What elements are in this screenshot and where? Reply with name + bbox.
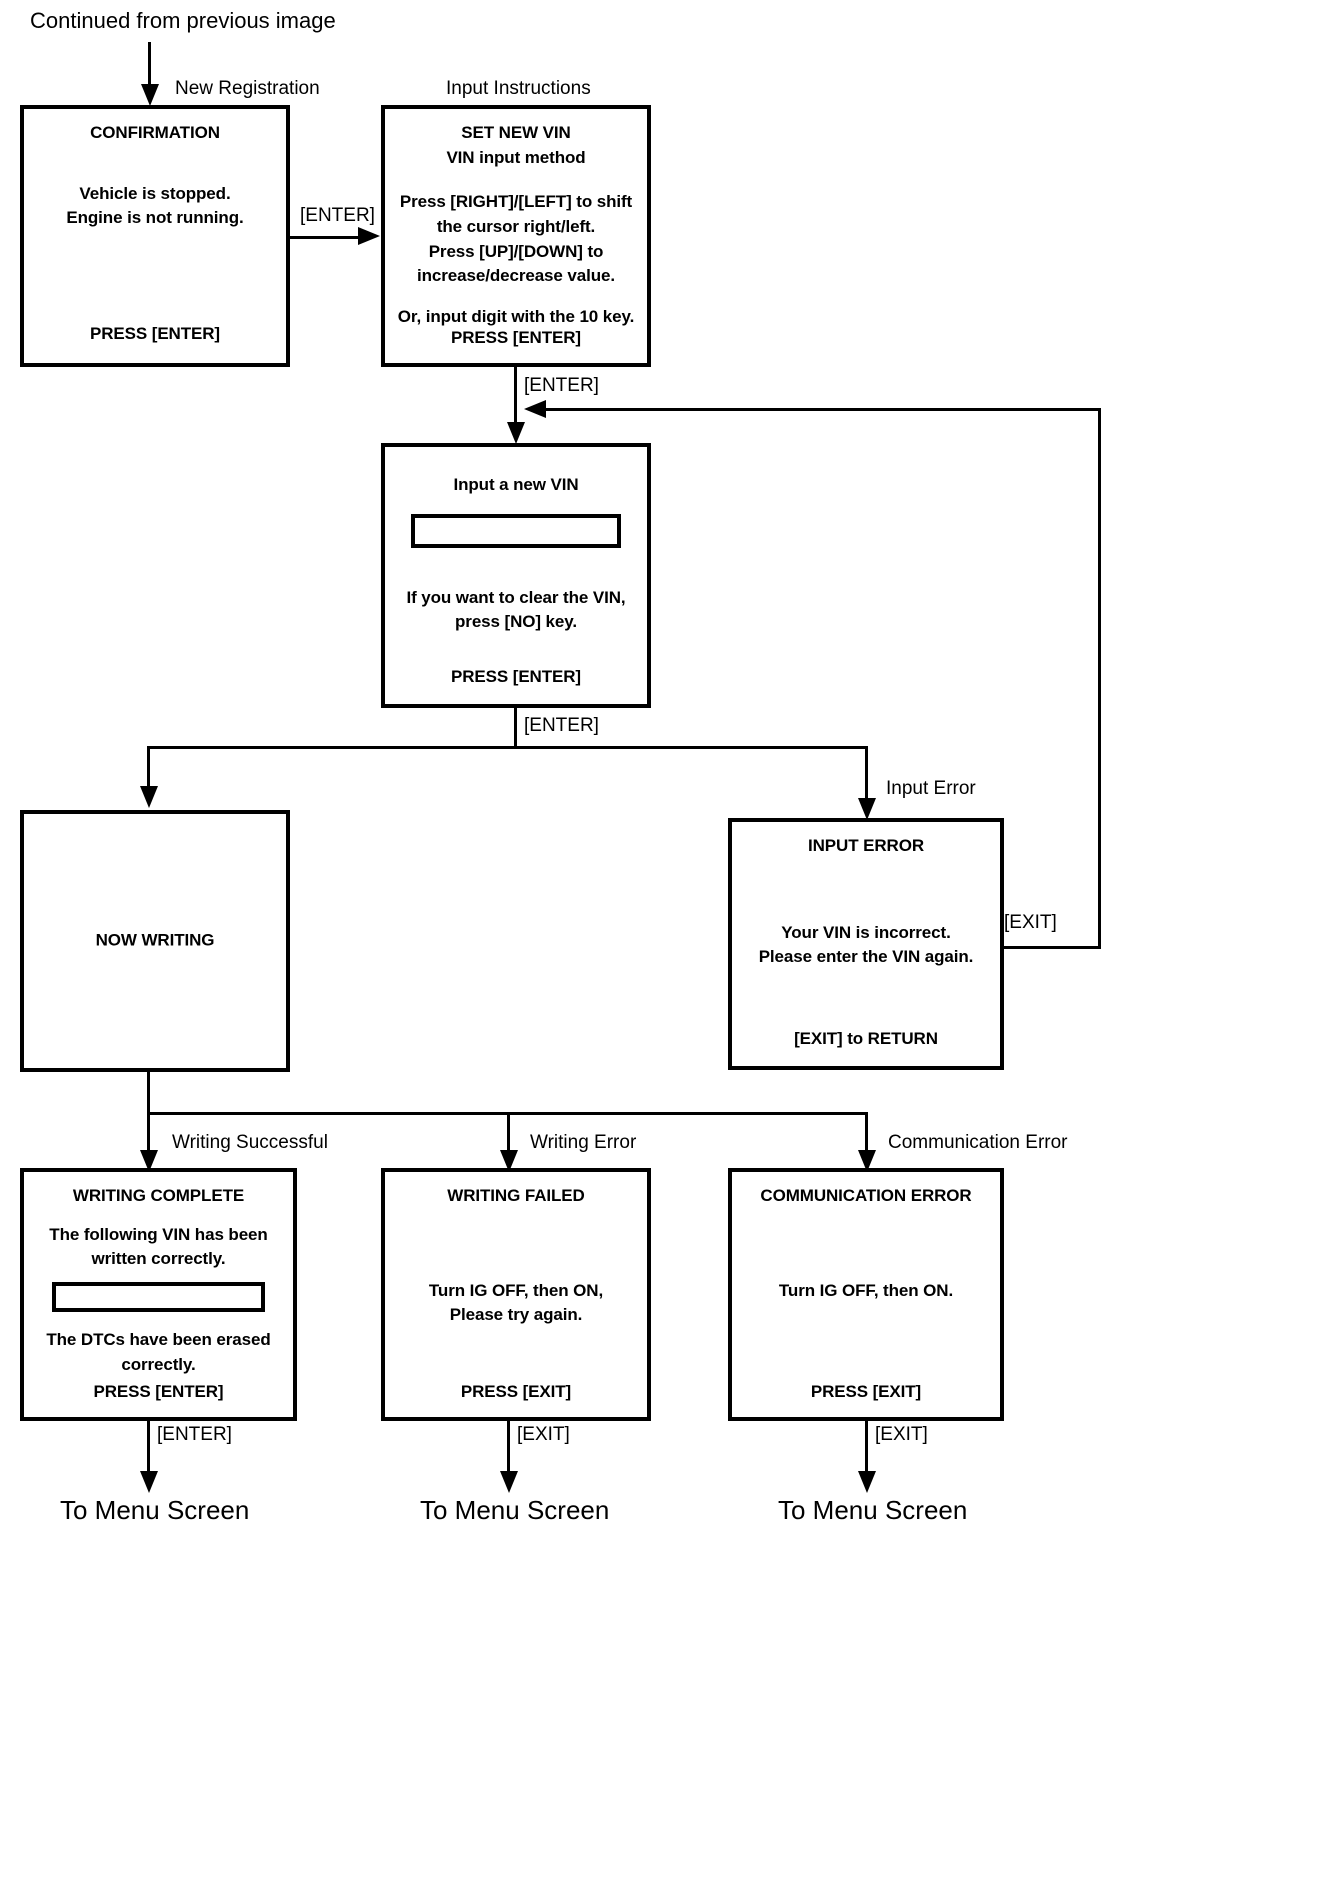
set-new-vin-body-line-2: the cursor right/left. bbox=[436, 216, 596, 236]
edge-label-enter-1: [ENTER] bbox=[300, 205, 375, 226]
writing-complete-body-line-2: written correctly. bbox=[91, 1249, 226, 1269]
set-new-vin-title-line-1: SET NEW VIN bbox=[461, 123, 571, 142]
set-new-vin-body-line-5: Or, input digit with the 10 key. bbox=[397, 306, 635, 326]
input-error-footer: [EXIT] to RETURN bbox=[794, 1029, 938, 1049]
edge-label-enter-complete: [ENTER] bbox=[157, 1424, 232, 1445]
connector-note-to-confirmation bbox=[148, 42, 151, 90]
arrowhead-to-communication-error bbox=[858, 1150, 876, 1172]
edge-label-enter-2: [ENTER] bbox=[524, 375, 599, 396]
input-new-vin-footer: PRESS [ENTER] bbox=[451, 667, 581, 687]
input-error-body-line-2: Please enter the VIN again. bbox=[758, 947, 974, 967]
arrowhead-inputerror-return bbox=[524, 400, 546, 418]
connector-inputerror-exit-horizontal bbox=[1004, 946, 1101, 949]
written-vin-field bbox=[52, 1281, 265, 1312]
input-new-vin-body-line-1: If you want to clear the VIN, bbox=[406, 587, 626, 607]
input-error-body-line-1: Your VIN is incorrect. bbox=[781, 922, 951, 942]
writing-complete-body-line-3: The DTCs have been erased bbox=[46, 1329, 271, 1349]
branch-label-writing-successful: Writing Successful bbox=[172, 1132, 328, 1153]
writing-failed-footer: PRESS [EXIT] bbox=[460, 1382, 572, 1402]
screen-input-a-new-vin: Input a new VIN If you want to clear the… bbox=[381, 443, 651, 708]
confirmation-body-line-2: Engine is not running. bbox=[66, 208, 244, 228]
connector-to-writing-failed bbox=[507, 1112, 510, 1160]
screen-writing-complete: WRITING COMPLETE The following VIN has b… bbox=[20, 1168, 297, 1421]
set-new-vin-body-line-4: increase/decrease value. bbox=[417, 266, 615, 286]
arrowhead-confirmation-to-setvin bbox=[358, 227, 380, 245]
branch-label-writing-error: Writing Error bbox=[530, 1132, 637, 1153]
arrowhead-writing-complete-to-menu bbox=[140, 1471, 158, 1493]
communication-error-footer: PRESS [EXIT] bbox=[810, 1382, 922, 1402]
screen-input-error: INPUT ERROR Your VIN is incorrect. Pleas… bbox=[728, 818, 1004, 1070]
arrowhead-setvin-to-inputvin bbox=[507, 422, 525, 444]
edge-label-exit-return: [EXIT] bbox=[1004, 912, 1057, 933]
set-new-vin-body-line-3: Press [UP]/[DOWN] to bbox=[428, 241, 604, 261]
writing-complete-footer: PRESS [ENTER] bbox=[93, 1382, 224, 1402]
terminal-to-menu-screen-3: To Menu Screen bbox=[778, 1495, 968, 1525]
screen-set-new-vin: SET NEW VIN VIN input method Press [RIGH… bbox=[381, 105, 651, 367]
edge-label-enter-3: [ENTER] bbox=[524, 715, 599, 736]
input-error-title: INPUT ERROR bbox=[807, 836, 925, 855]
connector-to-writing-complete bbox=[147, 1112, 150, 1160]
screen-communication-error: COMMUNICATION ERROR Turn IG OFF, then ON… bbox=[728, 1168, 1004, 1421]
branch-label-new-registration: New Registration bbox=[175, 78, 320, 99]
screen-writing-failed: WRITING FAILED Turn IG OFF, then ON, Ple… bbox=[381, 1168, 651, 1421]
input-new-vin-body-line-2: press [NO] key. bbox=[455, 612, 577, 632]
connector-inputvin-split-bar bbox=[147, 746, 868, 749]
connector-writing-complete-to-menu bbox=[147, 1421, 150, 1483]
terminal-to-menu-screen-1: To Menu Screen bbox=[60, 1495, 250, 1525]
connector-now-writing-stem bbox=[147, 1072, 150, 1114]
branch-label-input-error: Input Error bbox=[886, 778, 976, 799]
writing-failed-body-line-2: Please try again. bbox=[449, 1305, 583, 1325]
connector-to-now-writing bbox=[147, 746, 150, 794]
arrowhead-to-writing-complete bbox=[140, 1150, 158, 1172]
connector-inputvin-stem bbox=[514, 708, 517, 748]
writing-complete-body-line-1: The following VIN has been bbox=[49, 1224, 268, 1244]
edge-label-exit-failed: [EXIT] bbox=[517, 1424, 570, 1445]
communication-error-body-line-1: Turn IG OFF, then ON. bbox=[778, 1280, 954, 1300]
connector-inputerror-exit-vertical bbox=[1098, 408, 1101, 949]
arrowhead-to-now-writing bbox=[140, 786, 158, 808]
writing-complete-body-line-4: correctly. bbox=[121, 1354, 196, 1374]
connector-communication-error-to-menu bbox=[865, 1421, 868, 1483]
arrowhead-to-writing-failed bbox=[500, 1150, 518, 1172]
branch-label-communication-error: Communication Error bbox=[888, 1132, 1068, 1153]
communication-error-title: COMMUNICATION ERROR bbox=[760, 1186, 972, 1205]
screen-confirmation: CONFIRMATION Vehicle is stopped. Engine … bbox=[20, 105, 290, 367]
now-writing-title: NOW WRITING bbox=[95, 930, 215, 950]
branch-label-input-instructions: Input Instructions bbox=[446, 78, 591, 99]
connector-to-communication-error bbox=[865, 1112, 868, 1160]
continued-from-previous-note: Continued from previous image bbox=[30, 8, 336, 33]
confirmation-body-line-1: Vehicle is stopped. bbox=[79, 183, 231, 203]
vin-input-field[interactable] bbox=[411, 513, 621, 548]
screen-now-writing: NOW WRITING bbox=[20, 810, 290, 1072]
terminal-to-menu-screen-2: To Menu Screen bbox=[420, 1495, 610, 1525]
set-new-vin-body-line-1: Press [RIGHT]/[LEFT] to shift bbox=[399, 192, 633, 212]
arrowhead-writing-failed-to-menu bbox=[500, 1471, 518, 1493]
confirmation-title: CONFIRMATION bbox=[90, 123, 220, 142]
arrowhead-communication-error-to-menu bbox=[858, 1471, 876, 1493]
connector-inputerror-return-horizontal-top bbox=[546, 408, 1101, 411]
connector-writing-failed-to-menu bbox=[507, 1421, 510, 1483]
arrowhead-to-input-error bbox=[858, 798, 876, 820]
set-new-vin-title-line-2: VIN input method bbox=[446, 147, 586, 167]
arrowhead-note-to-confirmation bbox=[141, 84, 159, 106]
input-new-vin-title: Input a new VIN bbox=[453, 475, 579, 494]
confirmation-footer: PRESS [ENTER] bbox=[90, 324, 220, 344]
writing-complete-title: WRITING COMPLETE bbox=[72, 1186, 245, 1205]
writing-failed-body-line-1: Turn IG OFF, then ON, bbox=[428, 1280, 604, 1300]
set-new-vin-footer: PRESS [ENTER] bbox=[451, 328, 581, 348]
connector-setvin-to-inputvin bbox=[514, 367, 517, 429]
connector-to-input-error bbox=[865, 746, 868, 808]
connector-confirmation-to-setvin bbox=[290, 236, 362, 239]
edge-label-exit-comm: [EXIT] bbox=[875, 1424, 928, 1445]
writing-failed-title: WRITING FAILED bbox=[447, 1186, 585, 1205]
